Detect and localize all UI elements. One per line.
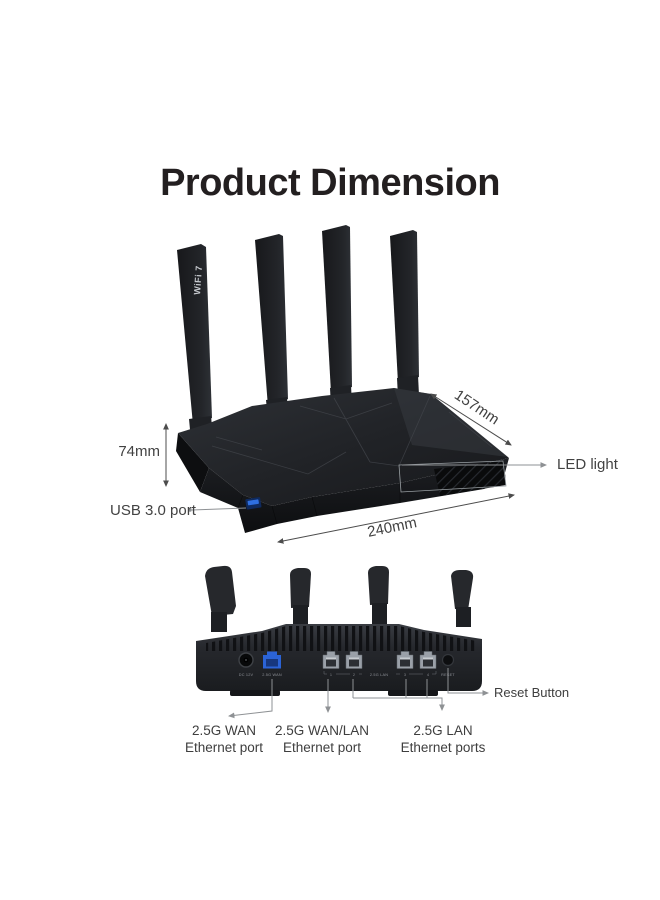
usb-callout-label: USB 3.0 port [110, 502, 197, 519]
panel-vent-slits [206, 626, 477, 651]
antenna-2 [255, 234, 288, 420]
rear-antennas [205, 565, 474, 632]
rear-leader-lines [228, 668, 489, 719]
ethernet-port-2 [345, 651, 363, 669]
antenna-4 [390, 230, 419, 397]
wan-leader [228, 679, 273, 719]
wanlan-callout-line2: Ethernet port [283, 740, 361, 755]
rear-panel: DC 12V 2.5G WAN [196, 624, 482, 696]
router-rear-view: DC 12V 2.5G WAN [185, 565, 569, 755]
panel-foot-left [230, 690, 280, 696]
dimension-label-240mm: 240mm [366, 514, 418, 541]
lan-callout-line2: Ethernet ports [401, 740, 486, 755]
port3-print: 3 [404, 673, 406, 677]
wan-print: 2.5G WAN [262, 673, 282, 677]
lan-group-print [323, 671, 437, 675]
ethernet-port-1 [322, 651, 340, 669]
antenna-1: WiFi 7 [177, 244, 213, 440]
ethernet-port-4 [419, 651, 437, 669]
led-callout: LED light [402, 456, 619, 473]
rear-antenna-3 [368, 566, 389, 627]
dimension-annotations [163, 393, 515, 544]
dimension-arrow-157mm [430, 393, 512, 446]
dimension-label-74mm: 74mm [118, 443, 160, 460]
rear-antenna-1 [205, 565, 236, 632]
lan-leader-bracket [353, 697, 445, 711]
router-body [176, 388, 509, 533]
usb-callout: USB 3.0 port [110, 502, 247, 519]
port4-print: 4 [427, 673, 429, 677]
port2-print: 2 [353, 673, 355, 677]
lan-group-label: 2.5G LAN [370, 673, 388, 677]
lan-callout-line1: 2.5G LAN [413, 723, 472, 738]
dc-power-jack: DC 12V [238, 652, 254, 677]
wanlan-callout-line1: 2.5G WAN/LAN [275, 723, 369, 738]
panel-foot-right [388, 690, 438, 696]
wifi7-logo: WiFi 7 [192, 265, 204, 295]
led-callout-label: LED light [557, 456, 619, 473]
antenna-3 [322, 225, 352, 407]
wan-callout-line1: 2.5G WAN [192, 723, 256, 738]
body-left-fin [176, 433, 209, 492]
reset-leader [447, 668, 489, 696]
ethernet-ports [322, 651, 437, 669]
rear-callout-labels: 2.5G WAN Ethernet port 2.5G WAN/LAN Ethe… [185, 685, 569, 755]
wan-callout-line2: Ethernet port [185, 740, 263, 755]
page-title: Product Dimension [160, 162, 500, 204]
wan-port: 2.5G WAN [262, 651, 282, 677]
rear-antenna-4 [451, 570, 474, 627]
reset-callout-label: Reset Button [494, 685, 569, 700]
dimension-arrow-240mm [277, 493, 515, 544]
dc-print: DC 12V [239, 673, 254, 677]
led-highlight-box [398, 460, 507, 493]
ethernet-port-3 [396, 651, 414, 669]
router-top-view: WiFi 7 [110, 225, 619, 544]
port1-print: 1 [330, 673, 332, 677]
rear-antenna-2 [290, 568, 311, 629]
usb-port [245, 497, 262, 510]
